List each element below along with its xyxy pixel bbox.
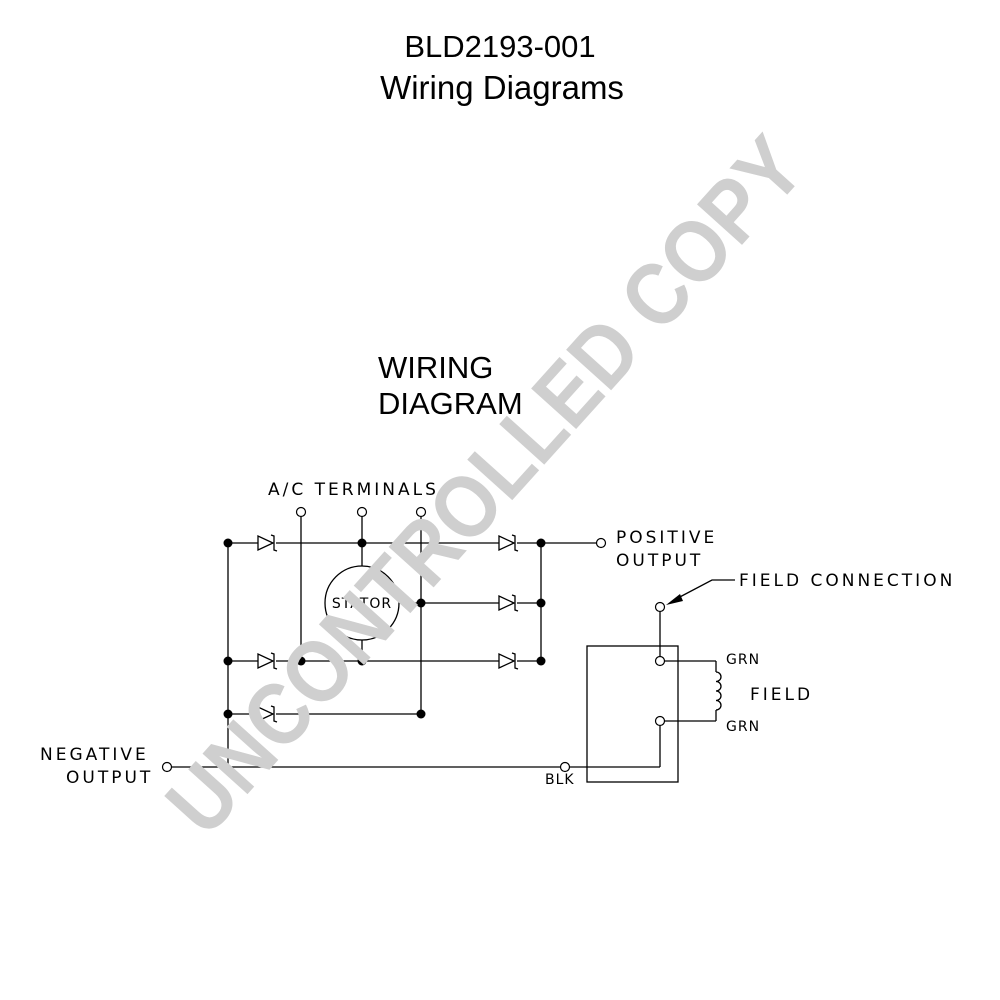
grn-bottom-label: GRN: [726, 719, 760, 735]
field-terminal-top: [654, 655, 666, 667]
diagram-title-line1: WIRING: [378, 350, 493, 385]
ac-terminal-1: [295, 506, 307, 518]
positive-output-label-2: OUTPUT: [616, 551, 703, 571]
diode-lower-right: [498, 652, 519, 670]
ac-terminal-2: [356, 506, 368, 518]
stator-symbol: [324, 565, 400, 641]
ac-terminal-3: [415, 506, 427, 518]
uncontrolled-copy-watermark: UNCONTROLLED COPY: [147, 118, 823, 853]
negative-output-label-1: NEGATIVE: [40, 745, 149, 765]
negative-output-terminal: [161, 761, 173, 773]
stator-label: STATOR: [332, 596, 392, 612]
field-coil-symbol: [715, 671, 722, 711]
document-title: Wiring Diagrams: [380, 69, 624, 106]
diode-bottom-left: [257, 705, 278, 723]
blk-terminal: [559, 761, 571, 773]
positive-output-label-1: POSITIVE: [616, 528, 717, 548]
diode-top-right: [498, 534, 519, 552]
diode-middle-right: [498, 594, 519, 612]
diagram-title-line2: DIAGRAM: [378, 386, 523, 421]
field-terminal-bottom: [654, 715, 666, 727]
field-connection-label: FIELD CONNECTION: [739, 571, 955, 591]
diode-lower-left: [257, 652, 278, 670]
grn-top-label: GRN: [726, 652, 760, 668]
positive-output-terminal: [595, 537, 607, 549]
junction-dots: [223, 538, 546, 719]
field-label: FIELD: [750, 685, 813, 705]
document-number: BLD2193-001: [404, 29, 595, 64]
blk-label: BLK: [545, 772, 575, 788]
field-connection-terminal: [654, 601, 666, 613]
ac-terminals-label: A/C TERMINALS: [268, 480, 439, 500]
diode-top-left: [257, 534, 278, 552]
negative-output-label-2: OUTPUT: [66, 768, 153, 788]
field-regulator-box: [586, 612, 717, 783]
arrow-head-icon: [666, 594, 683, 605]
